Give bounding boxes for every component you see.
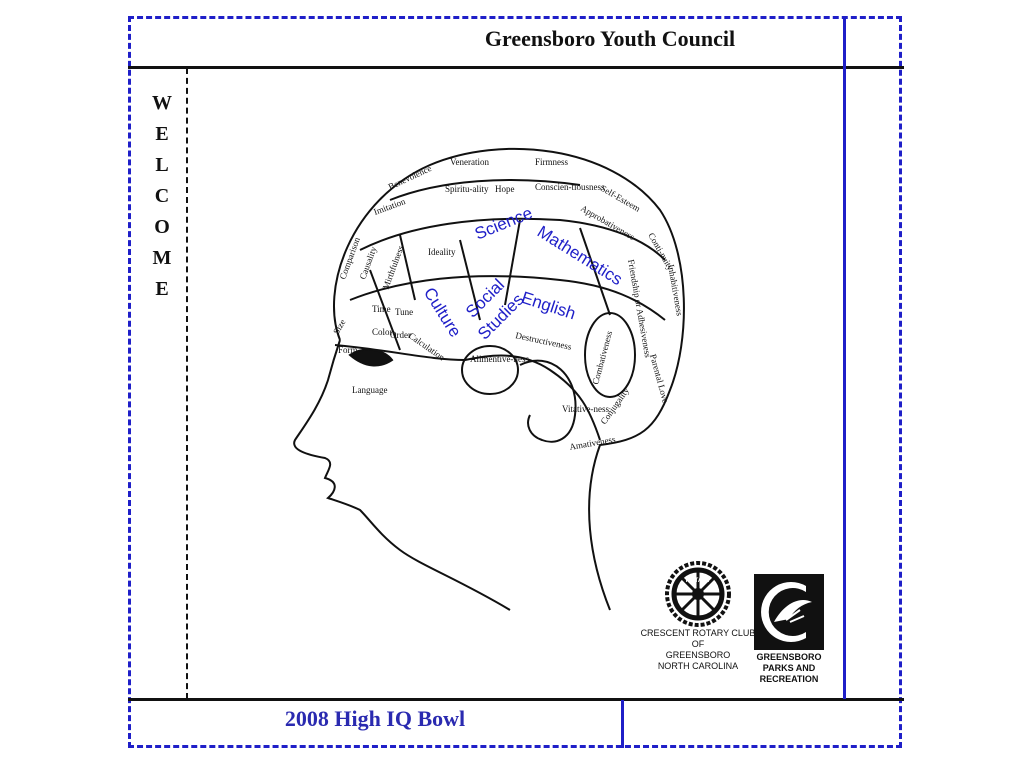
faculty-label: Parental Love bbox=[648, 353, 671, 404]
faculty-label: Approbativeness bbox=[579, 203, 637, 242]
faculty-label: Firmness bbox=[535, 157, 569, 167]
faculty-label: Vitative-ness bbox=[562, 404, 609, 414]
rotary-line: OF bbox=[691, 639, 705, 649]
welcome-letter: O bbox=[154, 216, 170, 238]
head-outline bbox=[333, 147, 685, 611]
welcome-letter: C bbox=[154, 185, 170, 207]
welcome-banner: W E L C O M E bbox=[146, 88, 178, 305]
phrenology-head-illustration: Veneration Firmness Benevolence Imitatio… bbox=[293, 147, 685, 611]
parks-line: PARKS AND bbox=[762, 663, 816, 673]
rotary-seal-text: ROTARY bbox=[686, 578, 711, 584]
ear bbox=[519, 359, 577, 443]
rotary-wheel-icon: ROTARY bbox=[665, 561, 731, 627]
parks-line: RECREATION bbox=[759, 674, 819, 684]
faculty-label: Self-Esteem bbox=[599, 183, 642, 214]
rotary-line: NORTH CAROLINA bbox=[657, 661, 739, 671]
faculty-label: Veneration bbox=[450, 157, 489, 167]
rotary-line: CRESCENT ROTARY CLUB bbox=[640, 628, 756, 638]
event-title: 2008 High IQ Bowl bbox=[284, 706, 466, 731]
alimentiveness-oval bbox=[461, 345, 519, 395]
faculty-label: Conscien-tiousness bbox=[535, 182, 605, 192]
welcome-letter: E bbox=[155, 123, 169, 145]
faculty-label: Order bbox=[390, 330, 411, 340]
welcome-letter: M bbox=[152, 247, 172, 269]
parks-recreation-caption: GREENSBORO PARKS AND RECREATION bbox=[744, 652, 834, 685]
faculty-label: Size bbox=[331, 318, 347, 336]
faculty-label: Destructiveness bbox=[515, 330, 573, 352]
faculty-label: Ideality bbox=[428, 247, 456, 257]
welcome-letter: W bbox=[152, 92, 172, 114]
faculty-label: Alimentive-ness bbox=[470, 354, 529, 364]
sidebar-divider bbox=[186, 68, 188, 699]
rotary-club-caption: CRESCENT ROTARY CLUB OF GREENSBORO NORTH… bbox=[638, 628, 758, 672]
faculty-label: Tune bbox=[395, 307, 413, 317]
faculty-label: Combativeness bbox=[590, 329, 614, 385]
welcome-letter: E bbox=[155, 278, 169, 300]
right-content-border bbox=[843, 18, 846, 699]
faculty-label: Benevolence bbox=[387, 163, 433, 192]
face-profile bbox=[293, 339, 511, 611]
faculty-label: Amativeness bbox=[569, 434, 617, 452]
faculty-label: Form bbox=[338, 345, 358, 355]
faculty-label: Hope bbox=[495, 184, 515, 194]
outer-frame bbox=[128, 16, 902, 748]
eye bbox=[348, 348, 394, 367]
header-divider bbox=[128, 66, 904, 69]
faculty-label: Spiritu-ality bbox=[445, 184, 489, 194]
footer-divider bbox=[128, 698, 904, 701]
parks-recreation-logo-icon bbox=[754, 574, 824, 650]
parks-line: GREENSBORO bbox=[756, 652, 822, 662]
faculty-label: Language bbox=[352, 385, 387, 395]
page-title: Greensboro Youth Council bbox=[484, 26, 736, 51]
combativeness-oval bbox=[584, 312, 636, 398]
rotary-line: GREENSBORO bbox=[665, 650, 731, 660]
brain-lower-boundary bbox=[334, 344, 601, 441]
faculty-label: Time bbox=[372, 304, 391, 314]
faculty-label: Color bbox=[372, 327, 393, 337]
footer-separator bbox=[621, 700, 624, 748]
welcome-letter: L bbox=[155, 154, 169, 176]
